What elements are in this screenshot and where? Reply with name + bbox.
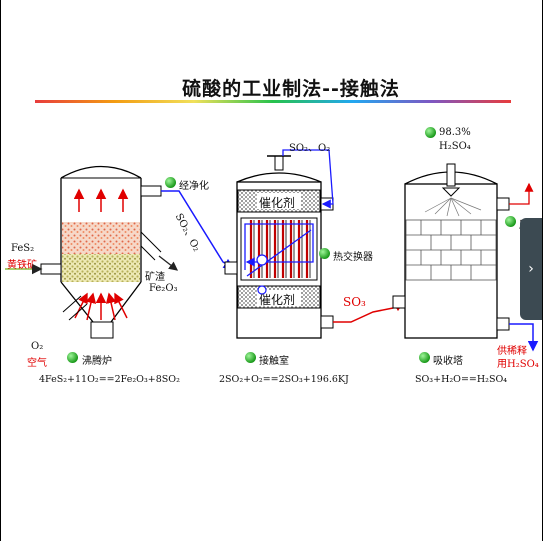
furnace-equation: 4FeS₂+11O₂==2Fe₂O₃+8SO₂: [39, 374, 180, 385]
heat-exchanger-label: 热交换器: [333, 252, 373, 263]
furnace-name: 沸腾炉: [82, 356, 112, 367]
purify-marker: [165, 177, 176, 188]
slag-formula: Fe₂O₃: [149, 283, 178, 294]
chevron-right-icon: ›: [528, 261, 534, 277]
ore-name: 黄铁矿: [7, 260, 37, 271]
rainbow-divider: [35, 100, 511, 103]
air-formula: O₂: [31, 341, 44, 352]
contact-equation: 2SO₂+O₂==2SO₃+196.6KJ: [219, 374, 349, 385]
product-label-1: 供稀释: [497, 346, 527, 357]
contact-marker: [245, 352, 256, 363]
absorber-equation: SO₃+H₂O==H₂SO₄: [415, 374, 508, 385]
next-slide-button[interactable]: ›: [520, 218, 542, 320]
absorber-marker: [419, 352, 430, 363]
absorber-name: 吸收塔: [433, 356, 463, 367]
acid-formula: H₂SO₄: [439, 141, 471, 152]
furnace-marker: [67, 352, 78, 363]
slag-name: 矿渣: [145, 272, 165, 283]
catalyst-bottom-label: 催化剂: [259, 293, 296, 307]
contact-chamber: [224, 155, 334, 339]
air-name: 空气: [27, 358, 47, 369]
contact-name: 接触室: [259, 356, 289, 367]
tail-gas-marker: [505, 216, 516, 227]
acid-concentration: 98.3%: [439, 127, 471, 138]
product-label-2: 用H₂SO₄: [497, 359, 539, 370]
so3-label: SO₃: [343, 295, 366, 309]
boiling-furnace: [5, 165, 179, 339]
contact-top-gas: SO₂、O₂: [289, 143, 331, 154]
page-title: 硫酸的工业制法--接触法: [182, 78, 400, 100]
heat-exchanger-marker: [319, 248, 330, 259]
ore-formula: FeS₂: [11, 243, 35, 254]
purify-label: 经净化: [179, 181, 209, 192]
acid-marker: [425, 127, 436, 138]
absorption-tower: [392, 163, 510, 339]
catalyst-top-label: 催化剂: [259, 196, 296, 210]
